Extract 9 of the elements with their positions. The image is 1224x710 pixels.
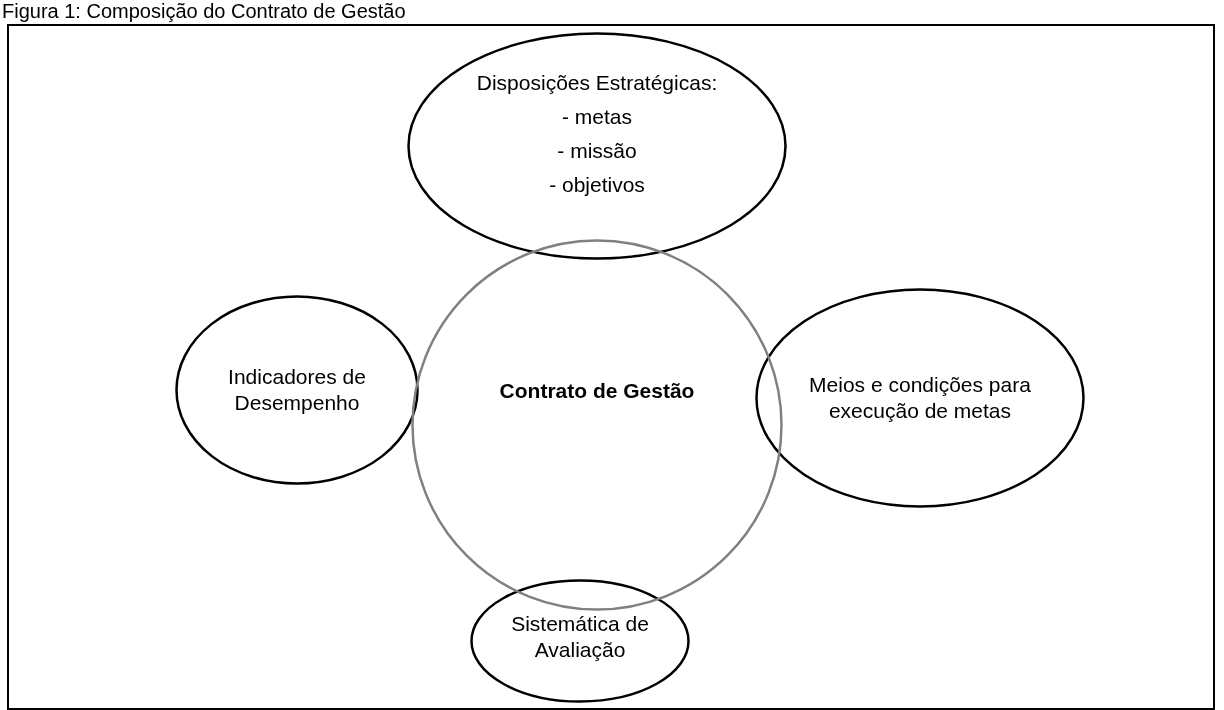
node-label: - objetivos xyxy=(549,172,645,198)
node-label: Contrato de Gestão xyxy=(499,378,695,404)
node-label: Disposições Estratégicas: xyxy=(476,70,718,96)
node-label: - metas xyxy=(562,104,632,130)
node-label: Indicadores de Desempenho xyxy=(227,364,367,416)
figure-title: Figura 1: Composição do Contrato de Gestão xyxy=(2,0,406,22)
node-label: Meios e condições para execução de metas xyxy=(808,372,1032,424)
node-label: Sistemática de Avaliação xyxy=(510,611,650,663)
node-label: - missão xyxy=(557,138,637,164)
